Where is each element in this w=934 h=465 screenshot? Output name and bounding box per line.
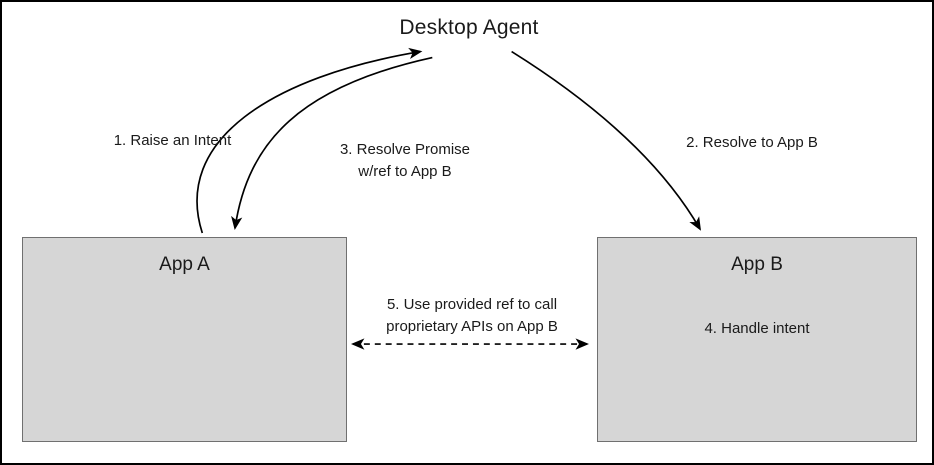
edge-label-resolve-promise-line1: 3. Resolve Promise bbox=[339, 141, 471, 158]
node-app-b: App B 4. Handle intent bbox=[597, 237, 917, 442]
edge-label-resolve-to-app-b: 2. Resolve to App B bbox=[662, 132, 842, 154]
edge-label-resolve-to-app-b-text: 2. Resolve to App B bbox=[686, 134, 818, 151]
edge-label-resolve-promise-line2: w/ref to App B bbox=[358, 163, 452, 180]
node-app-a-label: App A bbox=[159, 254, 210, 275]
node-app-a: App A bbox=[22, 237, 347, 442]
edge-label-use-provided-ref-line2: proprietary APIs on App B bbox=[386, 318, 558, 335]
edge-label-raise-intent-text: 1. Raise an Intent bbox=[113, 132, 232, 149]
node-app-b-label: App B bbox=[731, 254, 783, 275]
edge-label-raise-intent: 1. Raise an Intent bbox=[90, 130, 255, 152]
edge-label-resolve-promise: 3. Resolve Promise w/ref to App B bbox=[320, 139, 490, 183]
edge-label-use-provided-ref: 5. Use provided ref to call proprietary … bbox=[348, 294, 596, 338]
diagram-title: Desktop Agent bbox=[399, 16, 539, 39]
edge-label-use-provided-ref-line1: 5. Use provided ref to call bbox=[386, 296, 558, 313]
node-app-b-handle-intent-text: 4. Handle intent bbox=[704, 320, 810, 337]
